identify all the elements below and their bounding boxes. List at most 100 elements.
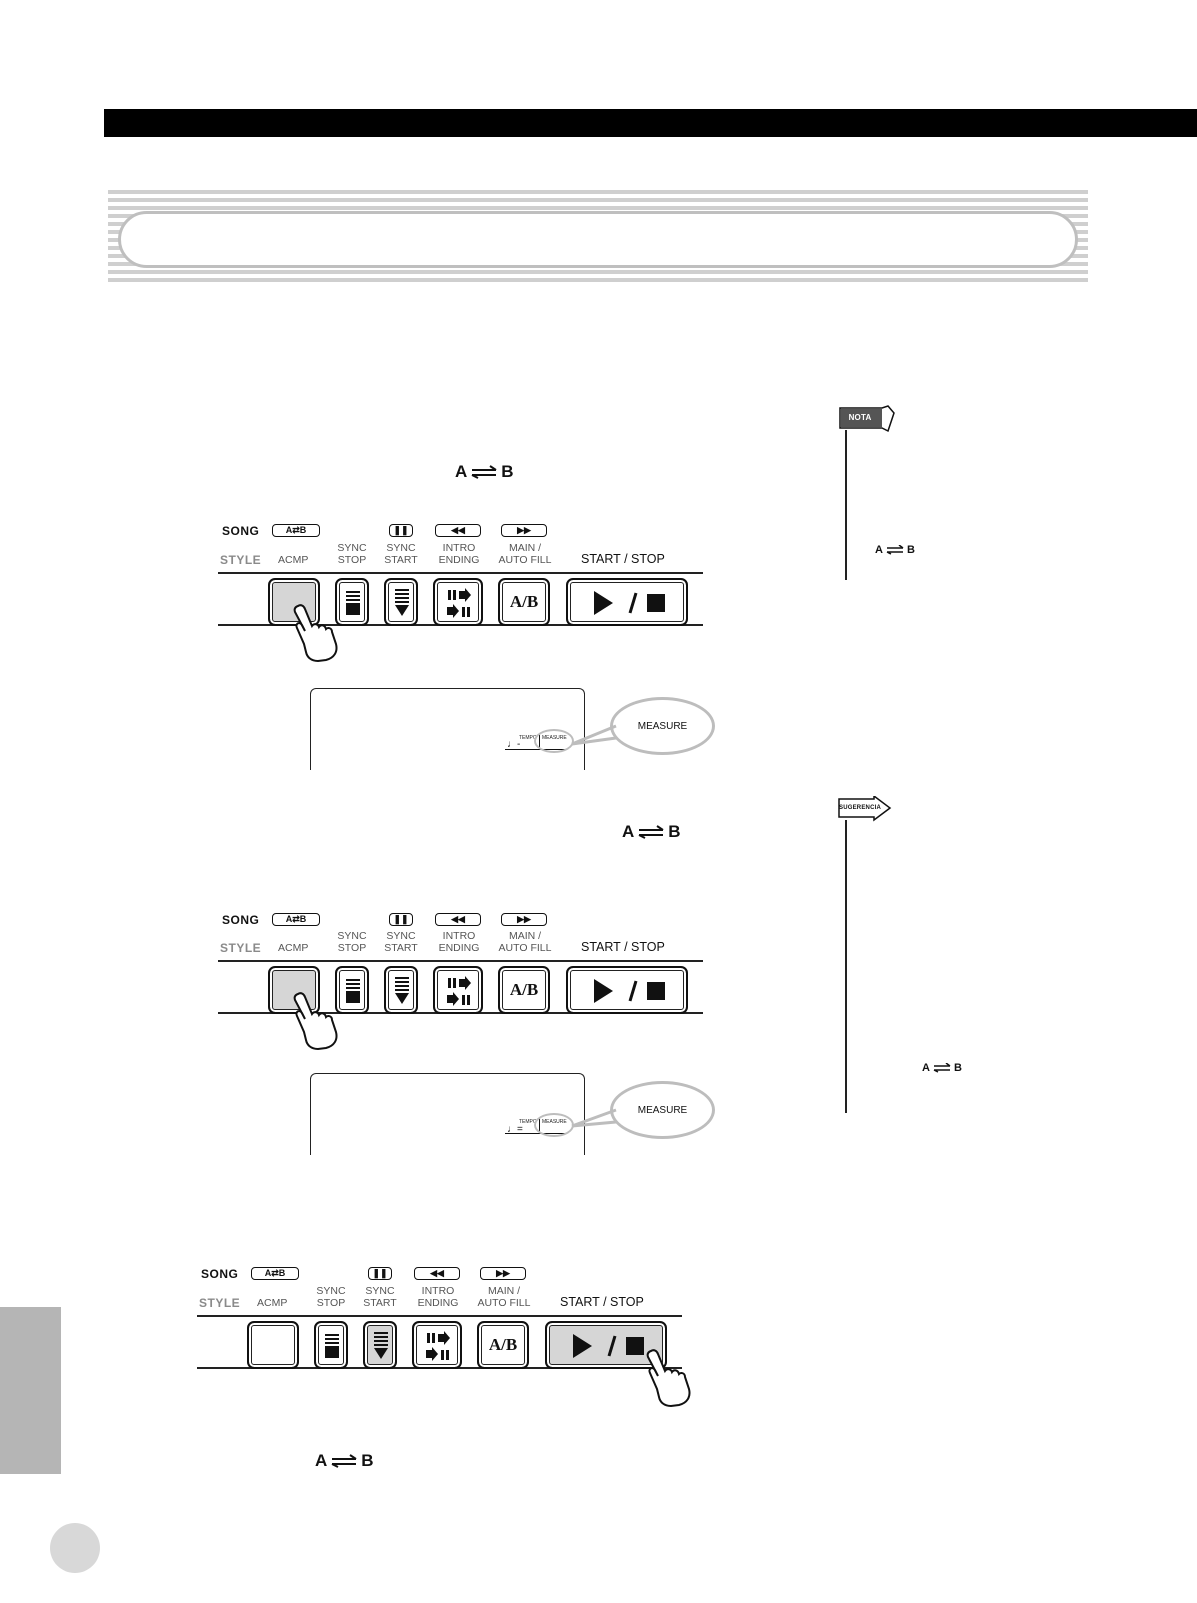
- ab-b: B: [953, 1062, 962, 1074]
- rewind-pill: ◀◀: [414, 1267, 460, 1280]
- sync-stop-icon: [346, 591, 360, 615]
- ab-button[interactable]: A/B: [498, 578, 550, 626]
- sugerencia-tag-icon: [838, 796, 892, 822]
- callout-connector: [571, 724, 617, 746]
- intro-ending-icon: [426, 1331, 450, 1361]
- rewind-pill: ◀◀: [435, 913, 481, 926]
- ab-symbol-note-1: A B: [875, 544, 915, 556]
- lcd-underline: [505, 749, 565, 750]
- sync-stop-icon: [325, 1334, 339, 1358]
- ab-pill: A⇄B: [251, 1267, 299, 1280]
- sugerencia-vertical-rule: [845, 820, 847, 1113]
- sync-start-icon: [395, 589, 409, 616]
- panel-top-line: [218, 572, 703, 574]
- style-label: STYLE: [220, 941, 262, 955]
- sync-stop-button[interactable]: [335, 966, 369, 1014]
- page-number-circle: [50, 1523, 100, 1573]
- ab-symbol-1: A B: [455, 462, 514, 482]
- sync-stop-icon: [346, 979, 360, 1003]
- start-stop-button[interactable]: [566, 966, 688, 1014]
- chapter-side-tab: [0, 1307, 61, 1474]
- sugerencia-label: SUGERENCIA: [839, 805, 882, 811]
- ab-a: A: [315, 1451, 328, 1470]
- style-label: STYLE: [220, 553, 262, 567]
- ab-button[interactable]: A/B: [498, 966, 550, 1014]
- measure-callout-2: MEASURE: [610, 1081, 715, 1139]
- ab-button[interactable]: A/B: [477, 1321, 529, 1369]
- sync-stop-button[interactable]: [335, 578, 369, 626]
- play-stop-icon: [573, 1334, 644, 1358]
- main-autofill-label: MAIN /AUTO FILL: [498, 542, 552, 566]
- forward-pill: ▶▶: [480, 1267, 526, 1280]
- ab-pill: A⇄B: [272, 524, 320, 537]
- acmp-label: ACMP: [278, 942, 309, 954]
- play-stop-icon: [594, 979, 665, 1003]
- song-label: SONG: [222, 524, 260, 538]
- start-stop-button[interactable]: [566, 578, 688, 626]
- ab-symbol-2: A B: [622, 822, 681, 842]
- note-symbol-icon: ♩-: [507, 739, 521, 750]
- ab-b: B: [668, 822, 681, 841]
- song-label: SONG: [222, 913, 260, 927]
- ab-button-label: A/B: [488, 1335, 518, 1354]
- style-label: STYLE: [199, 1296, 241, 1310]
- intro-ending-icon: [447, 588, 471, 618]
- repeat-arrows-icon: [638, 825, 664, 839]
- pause-pill: ❚❚: [389, 524, 413, 537]
- title-bar: [104, 109, 1197, 137]
- acmp-button[interactable]: [247, 1321, 299, 1369]
- repeat-arrows-icon: [331, 1454, 357, 1468]
- ab-button-label: A/B: [509, 592, 539, 611]
- pause-pill: ❚❚: [368, 1267, 392, 1280]
- ab-b: B: [361, 1451, 374, 1470]
- sync-start-icon: [395, 977, 409, 1004]
- repeat-arrows-icon: [471, 465, 497, 479]
- nota-vertical-rule: [845, 430, 847, 580]
- sync-start-button[interactable]: [384, 966, 418, 1014]
- nota-tag-icon: [839, 405, 895, 433]
- sync-start-button[interactable]: [384, 578, 418, 626]
- main-autofill-label: MAIN /AUTO FILL: [498, 930, 552, 954]
- intro-ending-button[interactable]: [433, 966, 483, 1014]
- acmp-button[interactable]: [268, 966, 320, 1014]
- intro-ending-icon: [447, 976, 471, 1006]
- sync-start-icon: [374, 1332, 388, 1359]
- start-stop-label: START / STOP: [581, 552, 665, 566]
- panel-top-line: [197, 1315, 682, 1317]
- sync-stop-button[interactable]: [314, 1321, 348, 1369]
- tempo-mini-label: TEMPO: [519, 1119, 537, 1125]
- start-stop-button[interactable]: [545, 1321, 667, 1369]
- tempo-mini-label: TEMPO: [519, 735, 537, 741]
- acmp-label: ACMP: [278, 554, 309, 566]
- ab-symbol-note-2: A B: [922, 1062, 962, 1074]
- acmp-button[interactable]: [268, 578, 320, 626]
- pointing-hand-icon: [293, 604, 338, 662]
- ab-a: A: [455, 462, 468, 481]
- section-heading-pill: [118, 211, 1078, 268]
- start-stop-label: START / STOP: [560, 1295, 644, 1309]
- panel-top-line: [218, 960, 703, 962]
- intro-ending-button[interactable]: [412, 1321, 462, 1369]
- sync-start-button[interactable]: [363, 1321, 397, 1369]
- intro-ending-button[interactable]: [433, 578, 483, 626]
- ab-a: A: [922, 1062, 930, 1074]
- note-symbol-icon: ♩=: [507, 1124, 523, 1135]
- ab-pill: A⇄B: [272, 913, 320, 926]
- nota-label: NOTA: [848, 413, 872, 422]
- ab-a: A: [622, 822, 635, 841]
- ab-button-label: A/B: [509, 980, 539, 999]
- ab-b: B: [906, 544, 915, 556]
- forward-pill: ▶▶: [501, 524, 547, 537]
- lcd-display-1: TEMPO MEASURE ♩-: [310, 688, 585, 770]
- repeat-arrows-icon: [933, 1063, 951, 1073]
- measure-callout-label: MEASURE: [637, 1104, 688, 1116]
- start-stop-label: START / STOP: [581, 940, 665, 954]
